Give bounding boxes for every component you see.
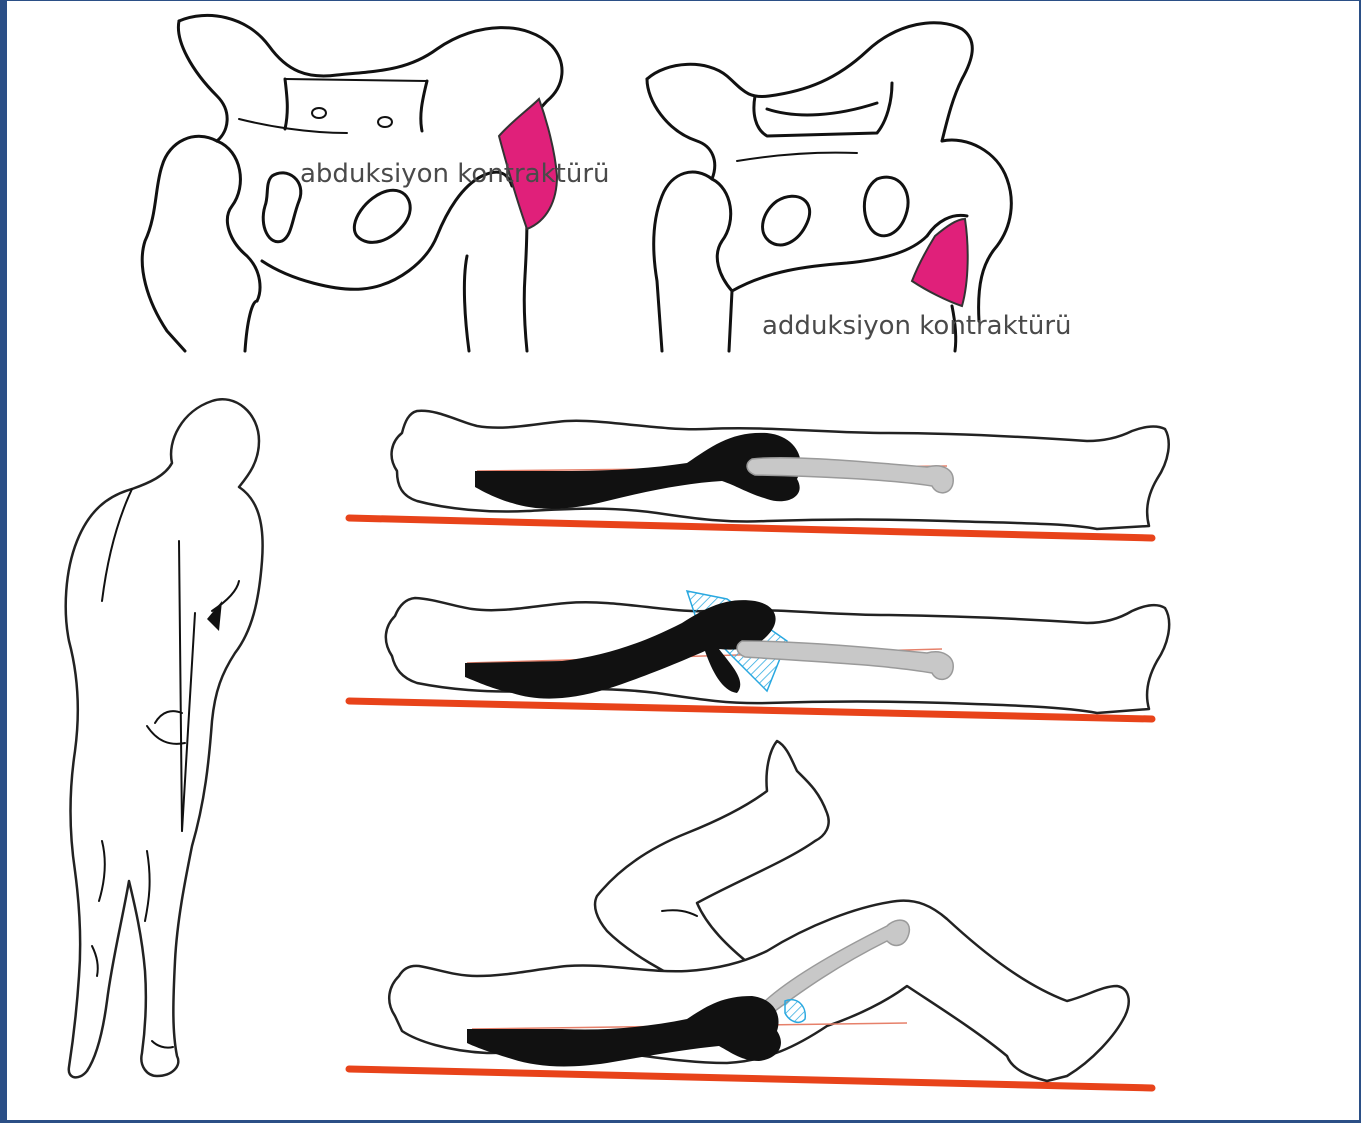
lying-figure-tilted <box>349 591 1169 719</box>
adduction-label: adduksiyon kontraktürü <box>762 311 1072 341</box>
adductor-muscle-highlight <box>912 219 968 306</box>
pelvis-abduction: abduksiyon kontraktürü <box>142 15 609 351</box>
lying-figure-neutral <box>349 411 1169 538</box>
lying-figure-flexed <box>349 741 1152 1088</box>
abduction-label: abduksiyon kontraktürü <box>300 159 610 189</box>
standing-figure <box>66 399 263 1077</box>
pelvis-adduction: adduksiyon kontraktürü <box>647 23 1072 351</box>
contracture-diagram: abduksiyon kontraktürü adduksiyon kontra… <box>7 1 1359 1120</box>
